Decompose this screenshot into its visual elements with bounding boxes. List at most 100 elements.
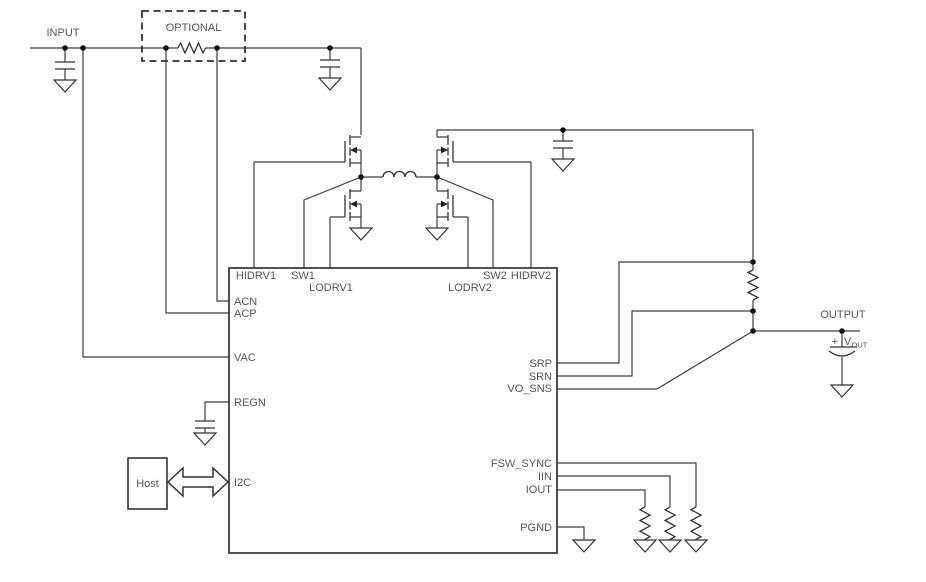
ground-icon [683, 539, 709, 553]
pin-label-iin: IIN [538, 471, 552, 483]
pin-label-srn: SRN [529, 371, 552, 383]
i2c-double-arrow-icon [166, 466, 230, 498]
resistors [638, 269, 760, 540]
sw1-wire [303, 176, 362, 268]
iout-resistor [638, 506, 652, 540]
pin-label-vac: VAC [234, 352, 256, 364]
optional-resistor [177, 41, 207, 55]
ground-icon [192, 432, 218, 446]
ground-icon [657, 539, 683, 553]
input-rail-wire [30, 47, 362, 135]
junction-dot [750, 328, 756, 334]
mosfets [344, 135, 454, 221]
pgnd-wire [557, 526, 585, 540]
junction-dot [163, 45, 169, 51]
pin-label-hidrv2: HIDRV2 [511, 270, 551, 282]
junction-dots [62, 45, 845, 334]
ground-icon [317, 77, 343, 91]
host-box [127, 457, 168, 510]
output-rail-wire [437, 129, 754, 262]
junction-dot [750, 308, 756, 314]
iin-resistor [663, 506, 677, 540]
vo-sns-wire [557, 330, 754, 390]
srp-wire [557, 261, 753, 364]
lodrv2-wire [453, 216, 469, 268]
pin-label-regn: REGN [234, 397, 266, 409]
pin-label-srp: SRP [529, 358, 552, 370]
ground-icon [52, 79, 78, 93]
fsw-sync-wire [557, 462, 697, 540]
pin-label-sw2: SW2 [483, 270, 507, 282]
vout-plus-sign: + [832, 336, 838, 348]
fet-bl-stubs [350, 177, 362, 228]
ground-icon [571, 539, 597, 553]
junction-dot [434, 174, 440, 180]
capacitors [55, 59, 857, 429]
acp-wire [165, 48, 229, 314]
fet-arrow-icon [350, 200, 357, 208]
terminal-labels: INPUT OUTPUT + V OUT [47, 27, 868, 350]
pin-label-sw1: SW1 [291, 270, 315, 282]
sense-resistor [746, 269, 760, 301]
vout-subscript: OUT [852, 341, 868, 350]
charger-ic: HIDRV1 SW1 LODRV1 LODRV2 SW2 HIDRV2 ACN … [228, 267, 558, 554]
junction-dot [327, 45, 333, 51]
output-label: OUTPUT [820, 309, 866, 321]
fet-low-side-1 [344, 189, 361, 221]
fet-tr-stubs [436, 130, 448, 177]
output-cap [553, 140, 573, 149]
junction-dot [839, 328, 845, 334]
ground-icon [550, 158, 576, 172]
optional-dashed-box [141, 10, 246, 62]
inductor [382, 170, 417, 178]
optional-label: OPTIONAL [166, 22, 222, 34]
vac-wire [82, 48, 229, 358]
pin-label-i2c: I2C [234, 477, 251, 489]
pin-label-iout: IOUT [526, 484, 553, 496]
ground-icon [829, 384, 855, 398]
hidrv1-wire [253, 161, 345, 268]
fet-tl-stubs [350, 136, 362, 177]
pin-label-acp: ACP [234, 308, 257, 320]
pin-label-lodrv2: LODRV2 [448, 282, 492, 294]
acn-wire [216, 48, 229, 302]
optional-block: OPTIONAL [141, 10, 246, 62]
fet-low-side-2 [437, 189, 454, 221]
hidrv2-wire [453, 161, 532, 268]
ground-icon [348, 227, 374, 241]
iout-wire [557, 489, 646, 540]
bus-cap [320, 59, 340, 68]
pin-label-lodrv1: LODRV1 [309, 282, 353, 294]
iin-wire [557, 475, 671, 540]
fet-arrow-icon [350, 146, 357, 154]
host-block: Host [127, 457, 230, 510]
fet-high-side-2 [437, 135, 454, 167]
junction-dot [62, 45, 68, 51]
lodrv1-wire [329, 216, 345, 268]
fet-arrow-icon [441, 146, 448, 154]
srn-wire [557, 310, 753, 377]
ground-icon [424, 227, 450, 241]
junction-dot [214, 45, 220, 51]
regn-wire [204, 401, 229, 433]
fet-high-side-1 [344, 135, 361, 167]
input-cap [55, 61, 75, 70]
vout-label: V [844, 336, 852, 348]
junction-dot [560, 127, 566, 133]
pin-label-pgnd: PGND [520, 522, 552, 534]
fet-arrow-icon [441, 200, 448, 208]
host-label: Host [136, 478, 159, 490]
ground-symbols [52, 77, 855, 553]
junction-dot [750, 259, 756, 265]
junction-dot [80, 45, 86, 51]
fsw-resistor [689, 506, 703, 540]
pin-label-fsw-sync: FSW_SYNC [491, 458, 552, 470]
vout-cap-curved-plate [828, 350, 856, 357]
pin-label-vo-sns: VO_SNS [507, 383, 552, 395]
pin-label-acn: ACN [234, 296, 257, 308]
pin-label-hidrv1: HIDRV1 [236, 270, 276, 282]
sw2-wire [436, 176, 494, 268]
fet-br-stubs [436, 177, 448, 228]
